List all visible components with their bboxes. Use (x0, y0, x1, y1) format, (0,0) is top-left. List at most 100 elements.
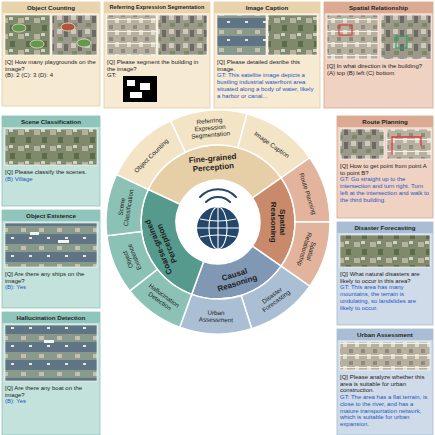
panel-title: Object Existence (5, 210, 97, 221)
satellite-image (217, 15, 266, 55)
target-box (339, 25, 352, 35)
panel-ground (337, 222, 433, 325)
task-sector: Scene Classification (114, 183, 136, 233)
image-gap (5, 221, 97, 271)
image-gap (327, 13, 430, 63)
task-panel: Route Planning[Q] How to get point from … (337, 116, 433, 218)
ring-sector (171, 110, 247, 152)
question-text: [Q] Please segment the building in the i… (107, 59, 207, 72)
answer-text: (A) top (B) left (C) bottom (327, 70, 430, 77)
playground-mark (12, 24, 26, 32)
image-gap (5, 127, 97, 169)
answer-text: (B) Village (5, 176, 97, 183)
question-text: [Q] How to get point from point A to poi… (340, 163, 430, 176)
category-sector-text: Causal Reasoning (204, 261, 269, 297)
signal-arc (206, 197, 230, 202)
task-panel: Hallucination Detection[Q] Are there any… (2, 312, 100, 435)
ring-sector (107, 231, 157, 291)
panel-title: Disaster Forecasting (340, 222, 430, 233)
question-text: [Q] How many playgrounds on the image? (5, 59, 97, 72)
panel-ground (337, 116, 433, 218)
task-sector: Referring Expression Segmentation (180, 114, 240, 141)
answer-text: GT: This area has many mountains, the te… (340, 284, 430, 311)
task-sector-text: Image Caption (246, 125, 298, 164)
category-sector: Causal Reasoning (204, 261, 269, 297)
panel-header (104, 2, 210, 13)
question-text: [Q] Please analyze whether this area is … (340, 374, 430, 394)
playground-mark (77, 39, 91, 47)
playground-mark (30, 40, 44, 48)
ring-sector (180, 294, 252, 334)
category-sector: Fine-grained Perception (181, 151, 244, 175)
globe-parallel (200, 235, 236, 237)
panel-header (337, 329, 433, 340)
task-panel: Object Existence[Q] Are there any ships … (2, 210, 100, 308)
panel-header (2, 210, 100, 221)
satellite-image (340, 235, 430, 267)
satellite-image (5, 129, 97, 165)
globe-parallel (200, 219, 236, 221)
playground-mark (61, 23, 75, 31)
satellite-image (387, 129, 431, 159)
category-sector: Coarse-grained Perception (143, 213, 184, 277)
panel-header (214, 2, 320, 13)
task-panel: Disaster Forecasting [Q] What natural dis… (337, 222, 433, 325)
globe (197, 207, 239, 249)
task-sector: Route Planning (297, 169, 319, 219)
task-panel: Urban Assessment [Q] Please analyze wheth… (337, 329, 433, 435)
panel-title: Image Caption (217, 2, 317, 13)
panel-header (324, 2, 433, 13)
panel-ground (104, 2, 210, 108)
panel-ground (337, 329, 433, 435)
task-sector-text: Object Counting (128, 132, 174, 178)
panel-ground (214, 2, 320, 108)
answer-text: (B): Yes (5, 398, 97, 405)
ring-sector (281, 158, 330, 222)
satellite-image (5, 325, 97, 381)
image-gap (5, 13, 97, 59)
satellite-image (381, 15, 431, 59)
question-text: [Q] Please classify the scenes. (5, 169, 97, 176)
category-sector-text: Spatial Reasoning (268, 191, 286, 253)
answer-text: GT: Go straight up to the intersection a… (340, 176, 430, 203)
ship-mark (58, 240, 69, 243)
image-gap (340, 233, 430, 271)
panel-ground (2, 2, 100, 106)
task-sector: Object Counting (128, 132, 174, 178)
task-sector-text: Hallucination Detection (139, 279, 186, 319)
task-sector: Hallucination Detection (139, 279, 186, 319)
task-panel: Object Counting [Q] How many playgrounds … (2, 2, 100, 106)
category-sector-text: Coarse-grained Perception (143, 213, 184, 277)
task-sector: Urban Assessment (190, 309, 242, 325)
route-line (392, 137, 421, 155)
panel-title: Object Counting (5, 2, 97, 13)
panel-ground (2, 312, 100, 435)
satellite-image (5, 223, 97, 267)
panel-header (337, 222, 433, 233)
satellite-image (158, 15, 207, 55)
satellite-image (340, 342, 430, 370)
panel-title: Scene Classification (5, 116, 97, 127)
panel-ground (324, 2, 433, 108)
panel-title: Referring Expression Segmentation (107, 2, 207, 13)
target-box (396, 36, 407, 48)
category-sector-text: Fine-grained Perception (181, 151, 244, 175)
task-sector-text: Scene Classification (114, 183, 136, 233)
ring-sector (106, 175, 148, 236)
image-gap (5, 323, 97, 385)
panel-title: Urban Assessment (340, 329, 430, 340)
signal-arc (200, 189, 236, 197)
panel-title: Hallucination Detection (5, 312, 97, 323)
task-sector-text: Route Planning (297, 169, 319, 219)
task-sector: Spatial Relationship (294, 225, 323, 277)
image-gap (340, 127, 430, 163)
panel-title: Spatial Relationship (327, 2, 430, 13)
task-panel: Spatial Relationship [Q] In what directio… (324, 2, 433, 108)
panel-ground (2, 210, 100, 308)
mask-image (123, 76, 157, 102)
mask-building (127, 80, 135, 86)
question-text: [Q] What natural disasters are likely to… (340, 271, 430, 284)
question-text: [Q] In what direction is the building? (327, 63, 430, 70)
answer-text: GT: The area has a flat terrain, is clos… (340, 394, 430, 428)
